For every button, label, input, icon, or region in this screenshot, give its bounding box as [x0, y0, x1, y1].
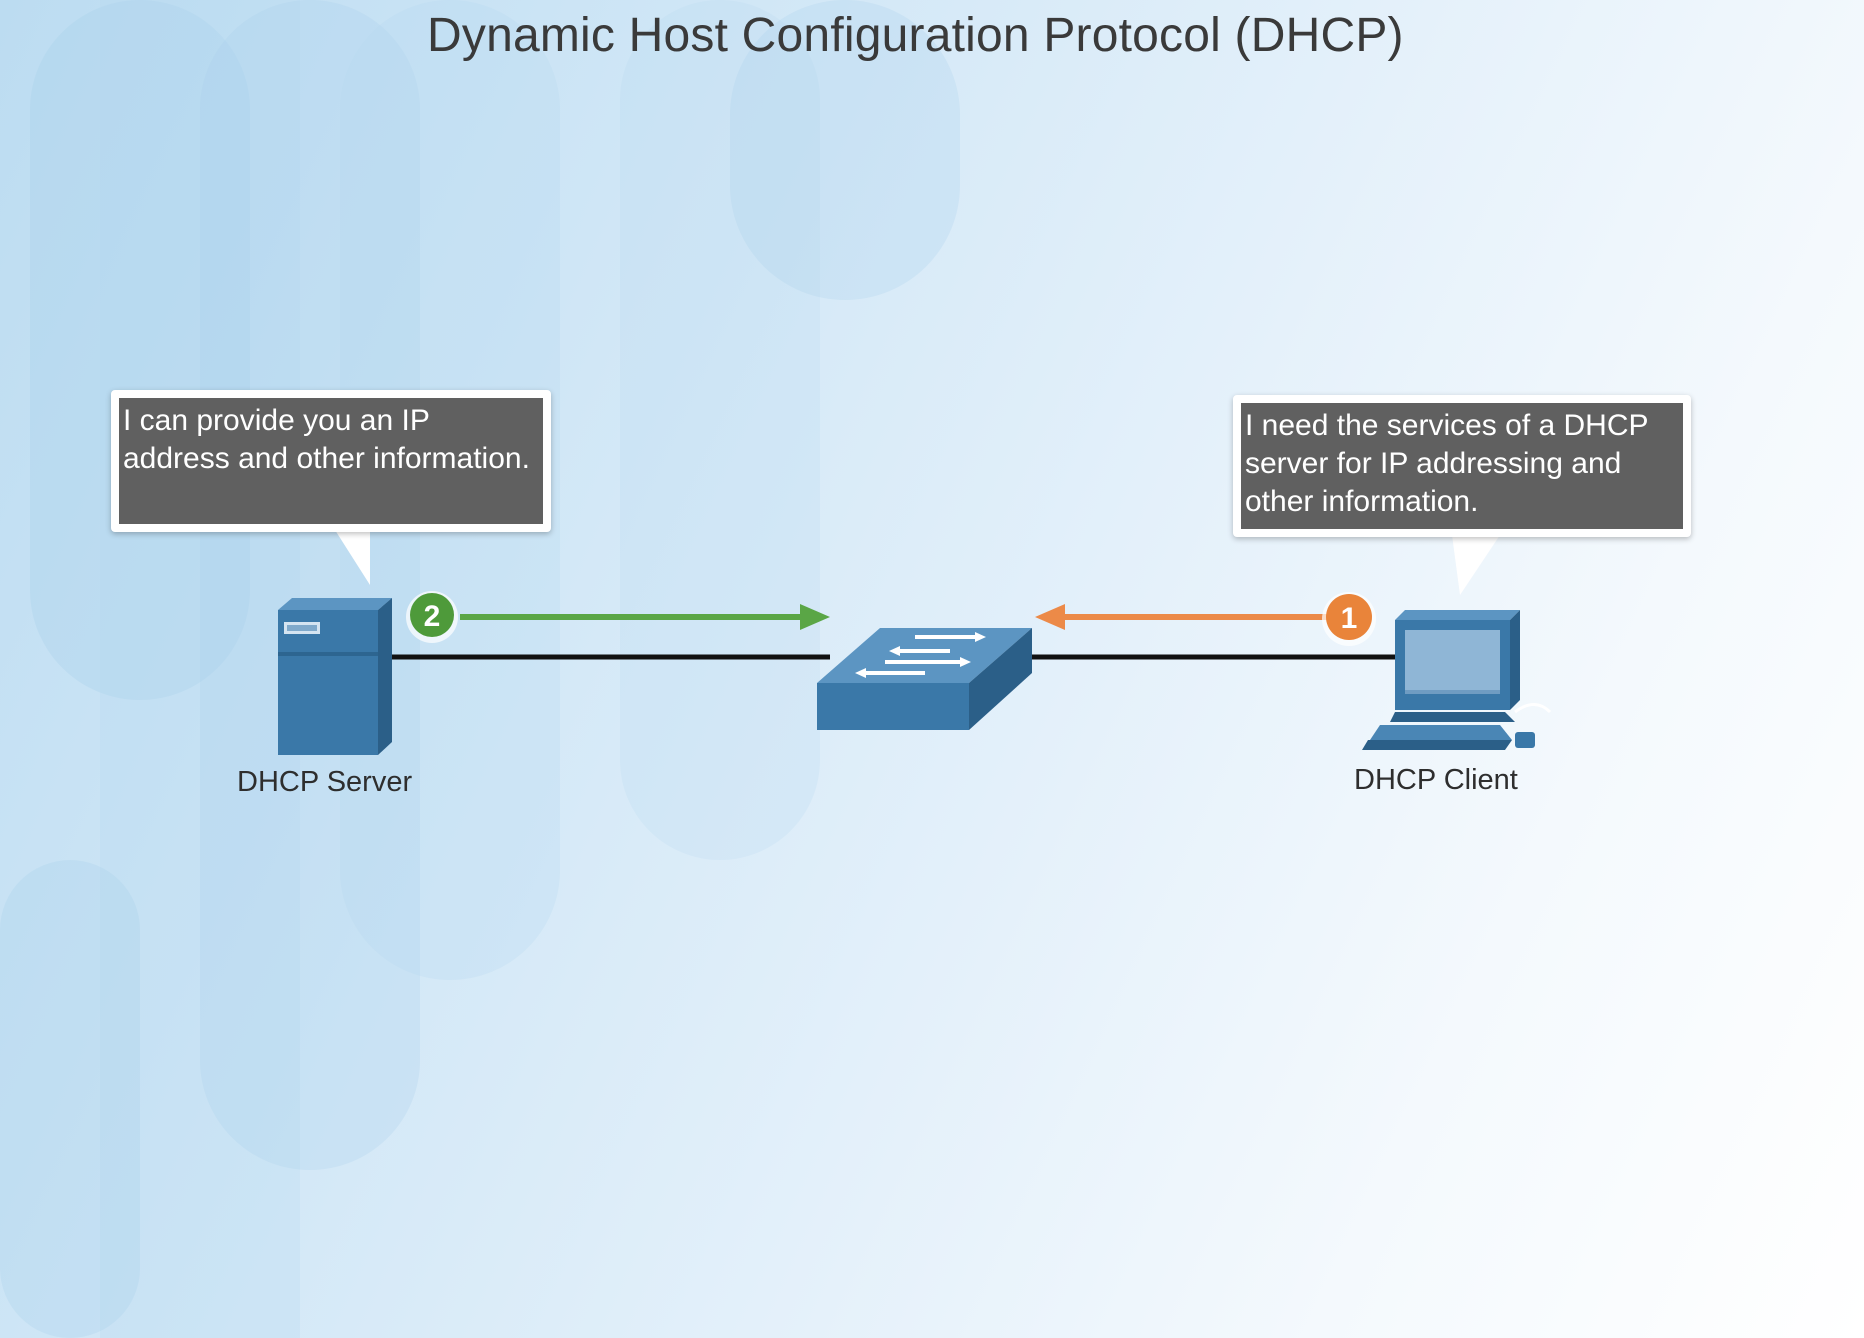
server-bubble-tail	[335, 530, 370, 585]
server-label: DHCP Server	[237, 766, 413, 798]
page-title: Dynamic Host Configuration Protocol (DHC…	[427, 9, 1404, 62]
request-arrowhead	[1035, 604, 1065, 630]
step-2-badge: 2	[406, 591, 458, 643]
client-bubble-tail	[1452, 535, 1500, 595]
client-label: DHCP Client	[1354, 764, 1518, 796]
server-icon	[278, 598, 392, 755]
step-1-badge: 1	[1322, 592, 1376, 646]
step-1-number: 1	[1341, 602, 1358, 635]
offer-arrowhead	[800, 604, 830, 630]
step-2-number: 2	[424, 600, 441, 633]
server-speech-bubble: I can provide you an IP address and othe…	[111, 390, 551, 532]
client-speech-bubble: I need the services of a DHCP server for…	[1233, 395, 1691, 537]
switch-icon	[817, 628, 1032, 730]
computer-icon	[1362, 610, 1552, 750]
